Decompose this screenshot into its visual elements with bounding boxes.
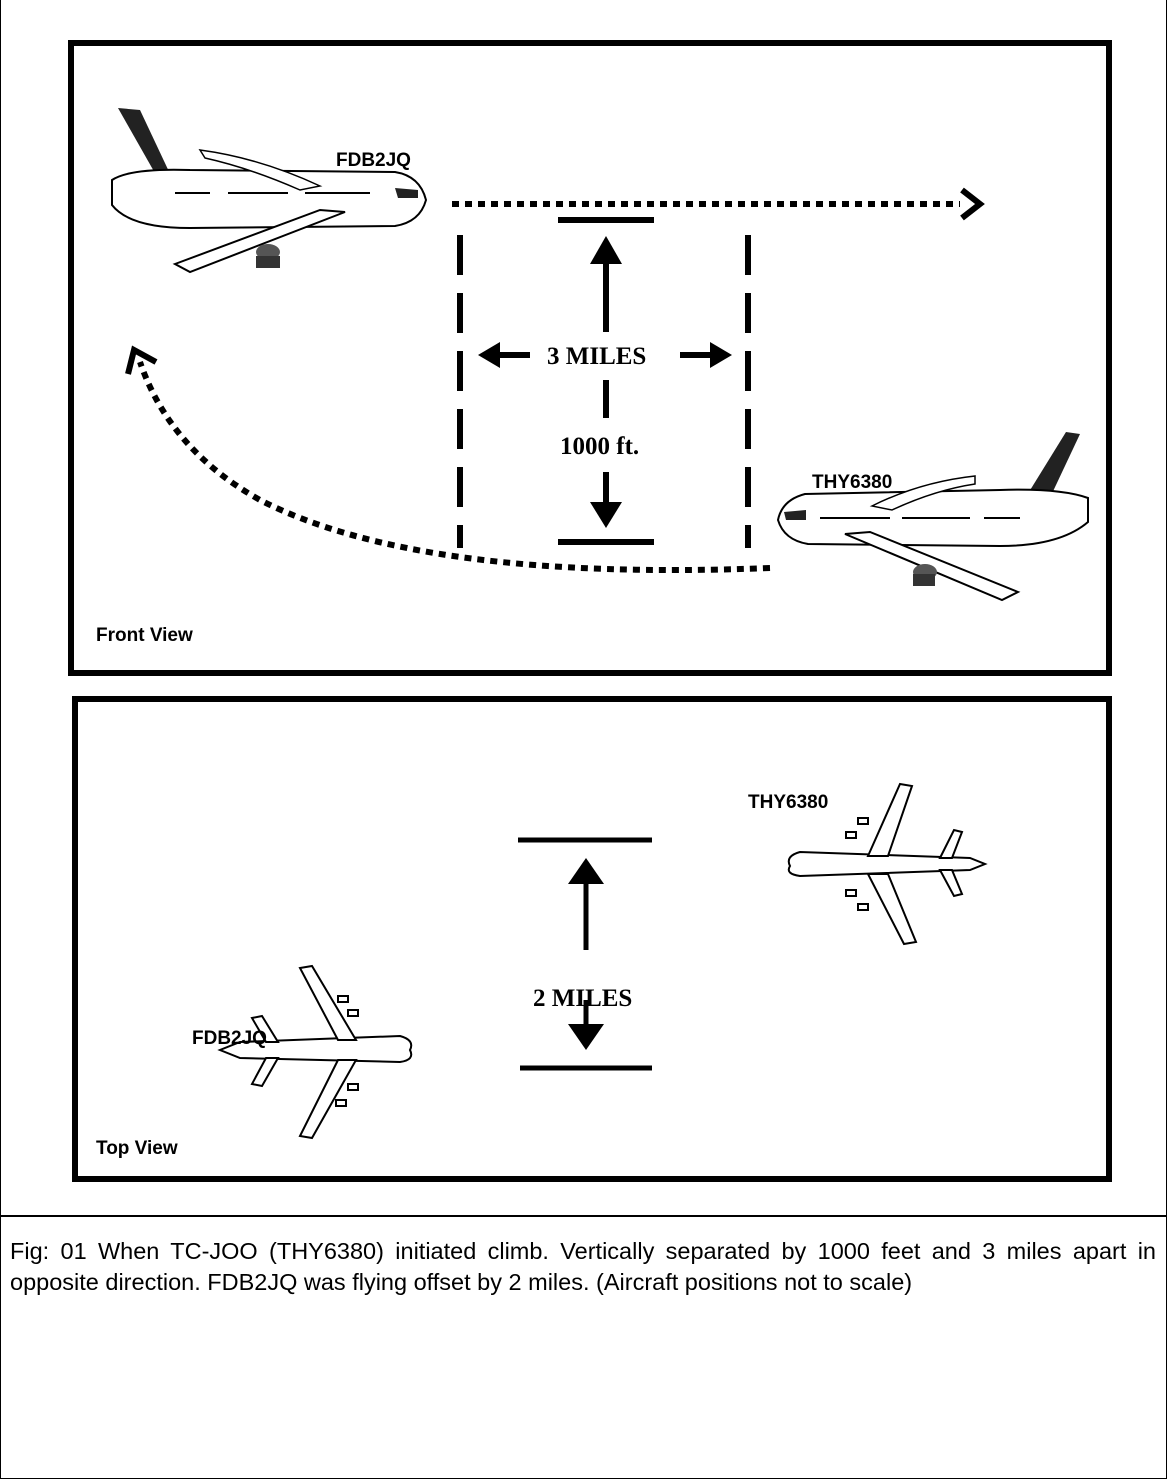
offset-indicator [518,837,652,1071]
thy6380-trajectory [137,361,771,574]
aircraft-fdb2jq-side-icon [111,108,428,274]
trajectory-arrowhead-left [125,345,158,375]
top-view-panel [72,696,1112,1182]
horizontal-distance-label: 3 MILES [547,343,646,370]
figure-caption: Fig: 01 When TC-JOO (THY6380) initiated … [10,1238,1156,1295]
horizontal-separation-arrows [478,342,732,368]
aircraft-thy6380-top-icon [787,782,988,946]
aircraft-label-thy6380-front: THY6380 [812,472,892,493]
top-view-label: Top View [96,1138,178,1159]
vertical-separation-arrow [590,236,622,528]
front-view-label: Front View [96,625,193,646]
aircraft-label-thy6380-top: THY6380 [748,792,828,813]
separation-box [457,217,751,548]
caption-divider [0,1215,1167,1217]
offset-distance-label: 2 MILES [533,985,632,1012]
aircraft-label-fdb2jq-top: FDB2JQ [192,1028,267,1049]
aircraft-label-fdb2jq-front: FDB2JQ [336,150,411,171]
aircraft-thy6380-side-icon [776,432,1089,602]
vertical-distance-label: 1000 ft. [560,433,639,460]
aircraft-fdb2jq-top-icon [217,964,413,1140]
trajectory-arrowhead-right [960,187,985,221]
